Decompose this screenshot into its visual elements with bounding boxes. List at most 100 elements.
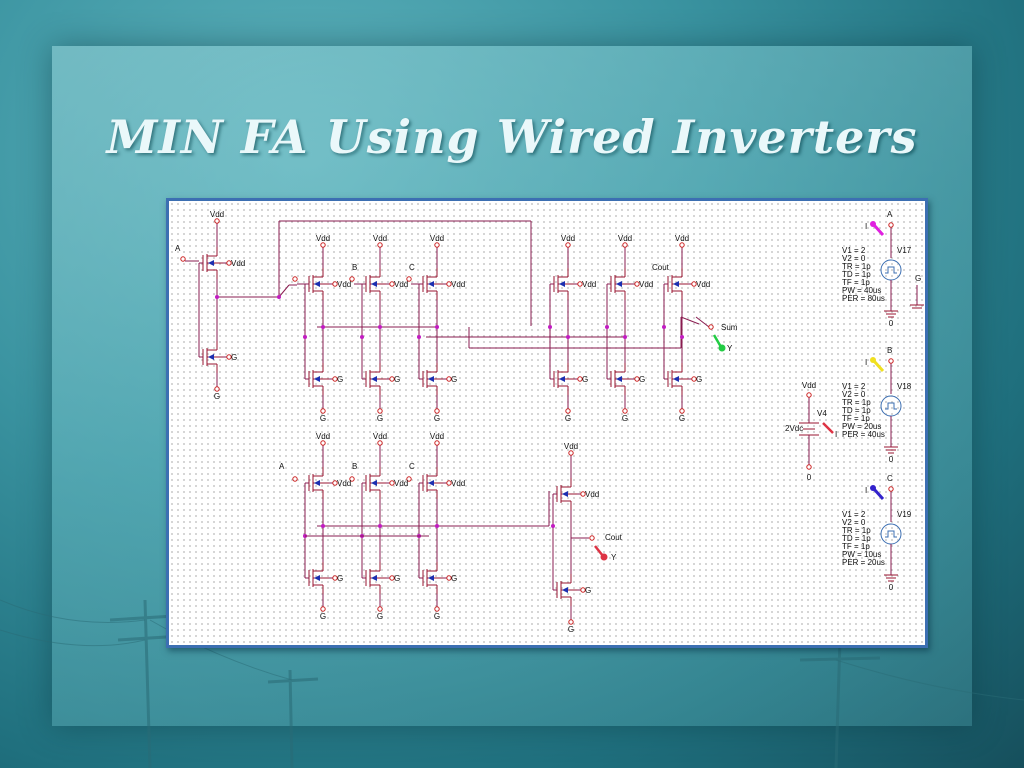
source-symbol-icon: [880, 259, 902, 281]
inv-cout-body-vdd: Vdd: [585, 490, 599, 499]
terminal-pin: [292, 276, 298, 282]
source-probe-label: I: [865, 486, 867, 495]
carry-b-body-g: G: [394, 574, 400, 583]
stage1-a-vdd-label: Vdd: [316, 234, 330, 243]
wire-junction: [680, 335, 684, 339]
wire-junction: [435, 524, 439, 528]
terminal-pin: [691, 376, 697, 382]
source-param: PW = 10us: [842, 550, 881, 559]
inv-cout-vdd-label: Vdd: [564, 442, 578, 451]
carry-a-gnd-label: G: [320, 612, 326, 621]
wire-junction: [277, 295, 281, 299]
terminal-pin: [622, 242, 628, 248]
source-param: V1 = 2: [842, 382, 866, 391]
terminal-pin: [565, 242, 571, 248]
terminal-pin: [806, 392, 812, 398]
terminal-pin: [568, 450, 574, 456]
terminal-pin: [214, 386, 220, 392]
cout-probe-label: Y: [611, 553, 617, 562]
inv-a-nmos: [202, 341, 223, 373]
stage2-s2-body-g: G: [639, 375, 645, 384]
stage1-a-pmos: [308, 268, 329, 300]
source-symbol-icon: [880, 523, 902, 545]
stage2-s3-body-vdd: Vdd: [696, 280, 710, 289]
source-probe-tip: [870, 485, 876, 491]
stage2-s2-body-vdd: Vdd: [639, 280, 653, 289]
stage1-a-body-vdd: Vdd: [337, 280, 351, 289]
source-probe-label: I: [865, 222, 867, 231]
circuit-drawing: [180, 218, 924, 625]
source-probe-tip: [870, 221, 876, 227]
carry-a-body-g: G: [337, 574, 343, 583]
terminal-pin: [577, 281, 583, 287]
stage1-b-vdd-label: Vdd: [373, 234, 387, 243]
wire-junction: [378, 325, 382, 329]
terminal-pin: [634, 376, 640, 382]
wire-junction: [360, 335, 364, 339]
terminal-pin: [406, 276, 412, 282]
carry-a-nmos: [308, 562, 329, 594]
source-param: TR = 1p: [842, 526, 871, 535]
stage1-b-body-vdd: Vdd: [394, 280, 408, 289]
terminal-pin: [389, 281, 395, 287]
carry-a-vdd-label: Vdd: [316, 432, 330, 441]
inv-a-vdd-label: Vdd: [210, 210, 224, 219]
wire-junction: [321, 325, 325, 329]
source-probe-label: I: [865, 358, 867, 367]
v4-name-label: V4: [817, 409, 827, 418]
source-name-label: V17: [897, 246, 912, 255]
stage1-c-vdd-label: Vdd: [430, 234, 444, 243]
terminal-pin: [634, 281, 640, 287]
terminal-pin: [589, 535, 595, 541]
source-symbol-icon: [880, 395, 902, 417]
carry-c-vdd-label: Vdd: [430, 432, 444, 441]
cout-output-label: Cout: [605, 533, 623, 542]
cout-probe-tip: [600, 553, 608, 561]
v4-gnd-label: 0: [807, 473, 812, 482]
terminal-pin: [332, 480, 338, 486]
source-name-label: V19: [897, 510, 912, 519]
v4-value-label: 2Vdc: [785, 424, 803, 433]
source-node-label: C: [887, 474, 893, 483]
carry-b-pmos: [365, 467, 386, 499]
terminal-pin: [214, 218, 220, 224]
source-param: PER = 40us: [842, 430, 885, 439]
source-param: TR = 1p: [842, 262, 871, 271]
carry-a-label: A: [279, 462, 285, 471]
carry-c-label: C: [409, 462, 415, 471]
terminal-pin: [320, 408, 326, 414]
terminal-pin: [320, 242, 326, 248]
terminal-pin: [577, 376, 583, 382]
stage1-c-nmos: [422, 363, 443, 395]
carry-b-gnd-label: G: [377, 612, 383, 621]
terminal-pin: [708, 324, 714, 330]
source-param: V2 = 0: [842, 518, 866, 527]
terminal-pin: [434, 440, 440, 446]
stage2-s1-pmos: [553, 268, 574, 300]
carry-c-body-vdd: Vdd: [451, 479, 465, 488]
carry-b-body-vdd: Vdd: [394, 479, 408, 488]
carry-b-vdd-label: Vdd: [373, 432, 387, 441]
stage1-a-nmos: [308, 363, 329, 395]
stage2-s1-gnd-label: G: [565, 414, 571, 423]
source-probe: [872, 223, 885, 237]
terminal-pin: [389, 480, 395, 486]
inv-a-gnd-label: G: [214, 392, 220, 401]
source-param: PW = 40us: [842, 286, 881, 295]
stage2-s3-nmos: [667, 363, 688, 395]
stage2-s1-body-vdd: Vdd: [582, 280, 596, 289]
sum-probe: [712, 334, 723, 348]
terminal-pin: [332, 376, 338, 382]
source-param: TD = 1p: [842, 534, 871, 543]
source-node-label: B: [887, 346, 892, 355]
terminal-pin: [679, 408, 685, 414]
source-probe: [872, 487, 885, 501]
stage2-s1-vdd-label: Vdd: [561, 234, 575, 243]
inv-a-body-vdd: Vdd: [231, 259, 245, 268]
wire-junction: [605, 325, 609, 329]
slide-title: MIN FA Using Wired Inverters: [106, 110, 918, 164]
terminal-pin: [406, 476, 412, 482]
